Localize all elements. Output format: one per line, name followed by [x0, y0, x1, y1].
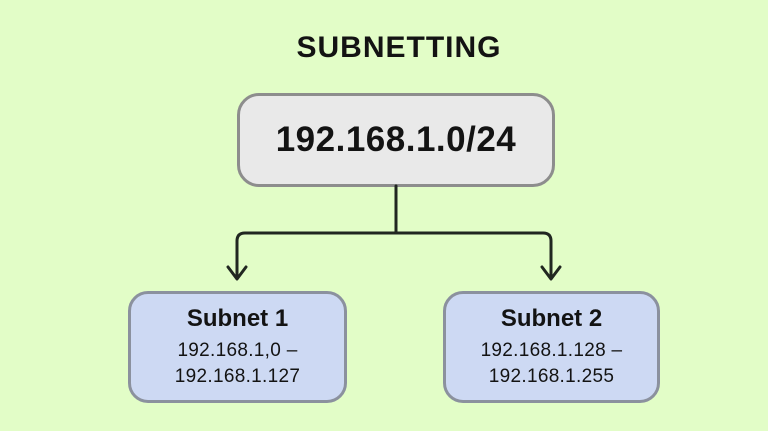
connector-right-branch: [394, 231, 553, 279]
subnet-2-range-line1: 192.168.1.128 –: [480, 339, 623, 361]
subnet-1-range: 192.168.1,0 – 192.168.1.127: [175, 338, 300, 389]
connector-left-branch: [235, 231, 398, 279]
subnet-2-title: Subnet 2: [500, 304, 603, 332]
root-network-label: 192.168.1.0/24: [275, 120, 517, 159]
subnet-2-range: 192.168.1.128 – 192.168.1.255: [481, 338, 623, 389]
subnet-2-node: Subnet 2 192.168.1.128 – 192.168.1.255: [443, 291, 660, 403]
subnet-1-range-line1: 192.168.1,0 –: [177, 339, 298, 361]
page-title: SUBNETTING: [296, 31, 502, 64]
subnet-2-range-line2: 192.168.1.255: [488, 365, 615, 387]
root-network-node: 192.168.1.0/24: [237, 93, 555, 187]
subnet-1-range-line2: 192.168.1.127: [174, 365, 301, 387]
subnet-1-node: Subnet 1 192.168.1,0 – 192.168.1.127: [128, 291, 347, 403]
arrowhead-left-icon: [226, 265, 248, 281]
subnet-1-title: Subnet 1: [186, 304, 289, 332]
arrowhead-right-icon: [540, 265, 562, 281]
